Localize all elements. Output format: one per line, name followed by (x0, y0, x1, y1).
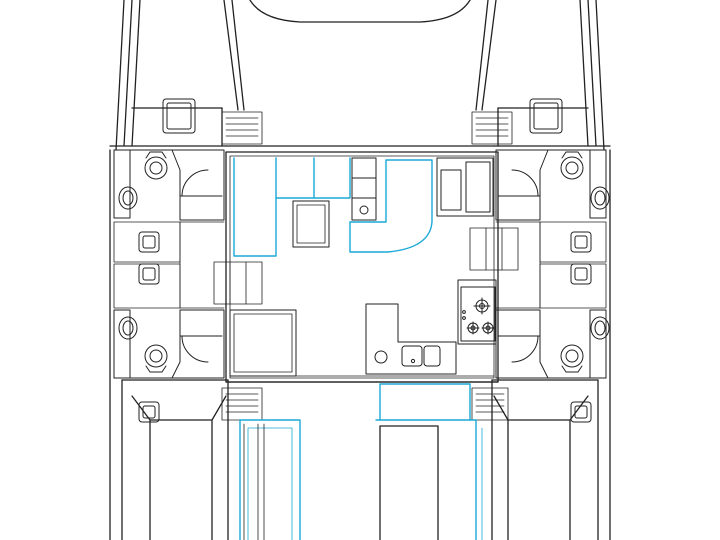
starboard-heads (495, 221, 607, 309)
sink (374, 345, 441, 367)
saloon (225, 151, 499, 383)
hatches (138, 98, 592, 423)
aft-cockpit-table (243, 423, 439, 540)
port-forward-cabin (113, 149, 225, 221)
starboard-hull (475, 0, 611, 540)
starboard-aft-cabin (495, 309, 610, 379)
saloon-table (233, 157, 433, 257)
port-hull (109, 0, 245, 540)
cooktop (460, 286, 496, 342)
trampoline-deck (239, 383, 483, 540)
starboard-forward-cabin (495, 149, 610, 221)
galley (229, 279, 497, 377)
saloon-table-top (292, 200, 330, 248)
chart-table (351, 157, 494, 221)
port-aft-cabin (113, 309, 225, 379)
forward-cockpit (109, 0, 611, 147)
port-heads (113, 221, 225, 309)
